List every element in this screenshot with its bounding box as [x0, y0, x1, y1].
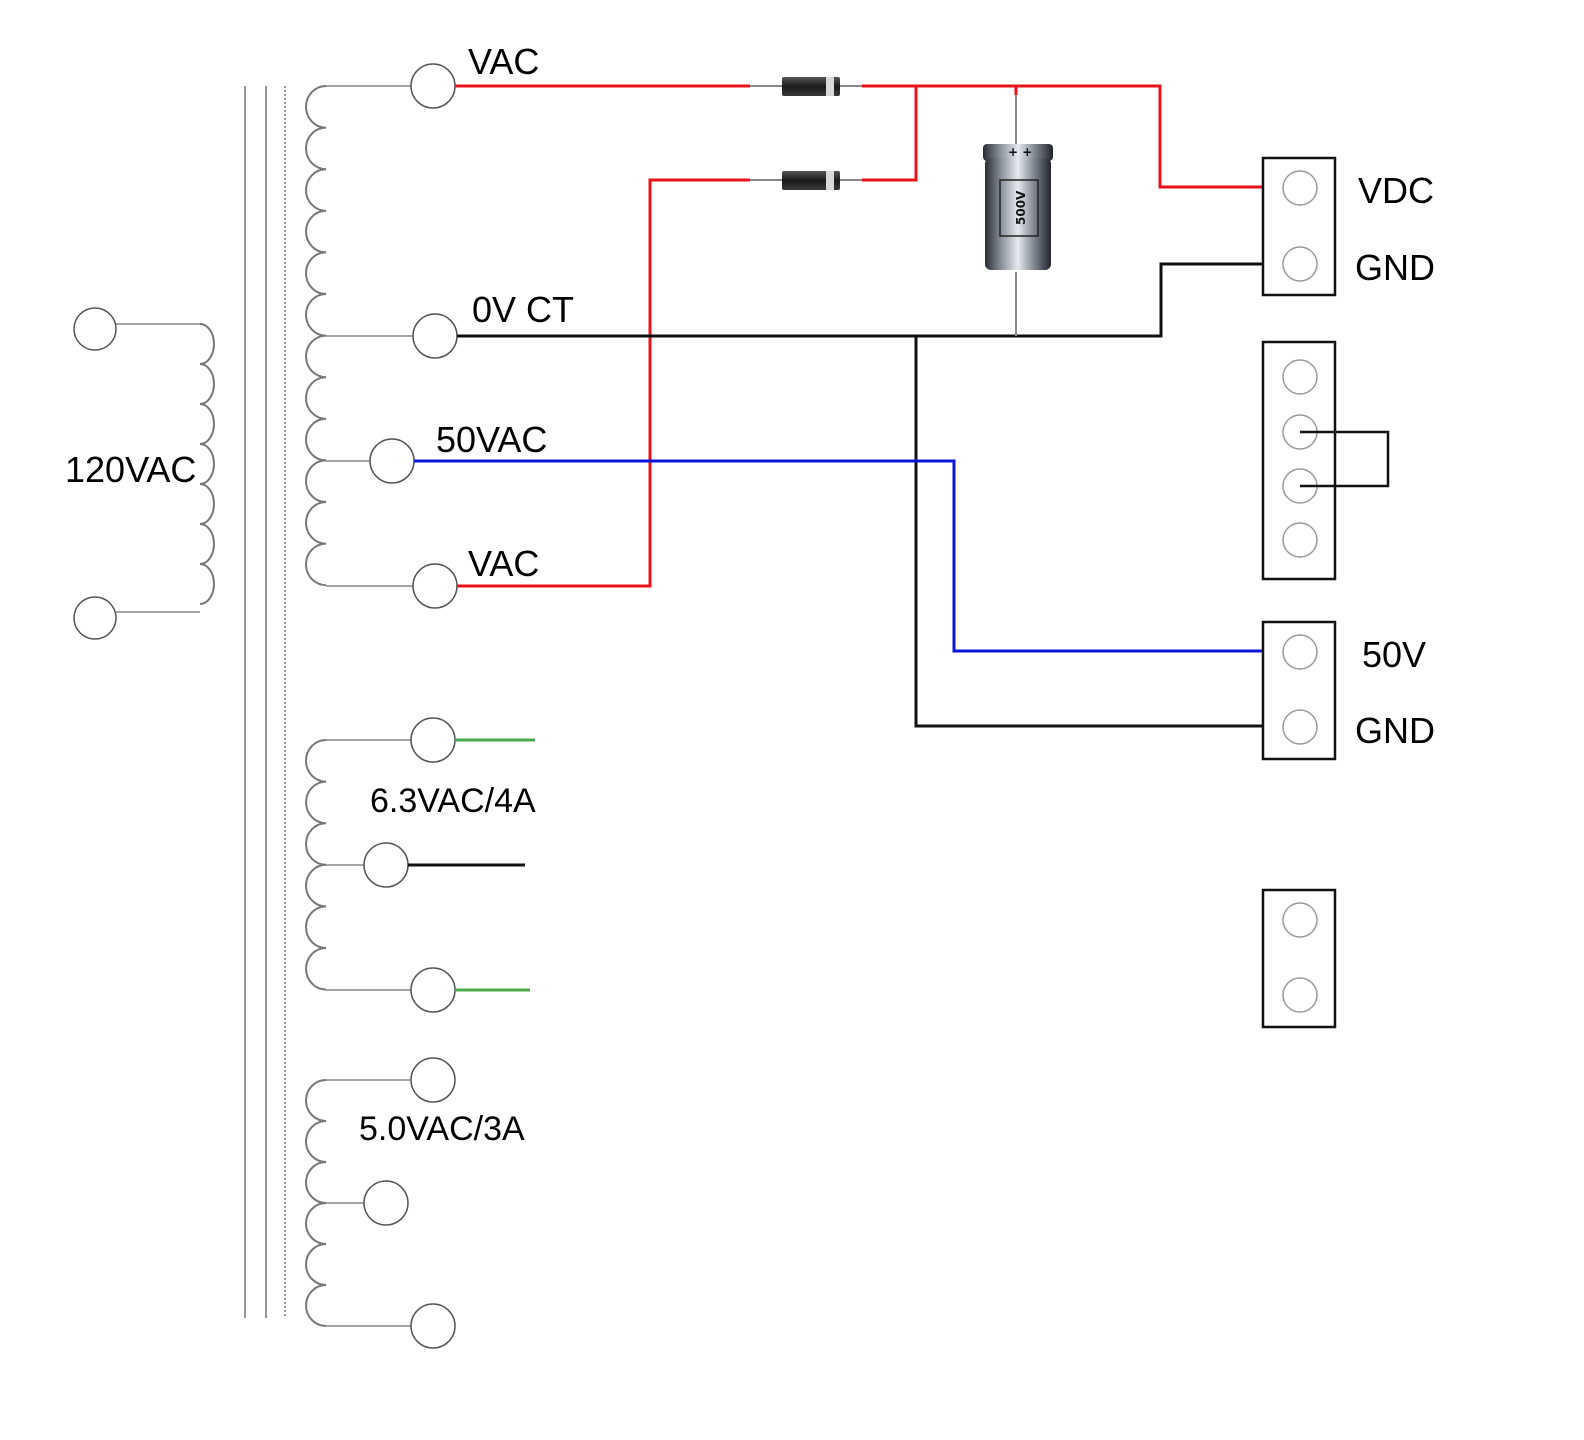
- gnd1-terminal: [1282, 246, 1318, 282]
- vdc-terminal: [1282, 170, 1318, 206]
- primary-terminal-top: [73, 307, 117, 351]
- bias-wiring-blue: [414, 459, 1281, 653]
- gnd2-label: GND: [1355, 710, 1435, 751]
- diode-2: [750, 171, 862, 190]
- wire-diode2-to-bus: [862, 86, 918, 182]
- filter-capacitor: + + 500V: [983, 95, 1053, 336]
- primary-winding: 120VAC: [65, 307, 215, 640]
- wire-50-to-output: [414, 459, 1281, 653]
- primary-terminal-bottom: [73, 596, 117, 640]
- vdc-label: VDC: [1358, 170, 1434, 211]
- transformer-core: [244, 86, 286, 1318]
- heater-63-label: 6.3VAC/4A: [370, 782, 536, 820]
- hv-secondary-winding: VAC 0V CT 50VAC VAC: [305, 41, 574, 609]
- tap-top-label: VAC: [468, 41, 539, 82]
- heater-wiring-green: [455, 738, 535, 992]
- heater-63-terminal-top: [410, 717, 456, 763]
- hv-wiring-red: [455, 84, 1281, 588]
- diode-1: [750, 77, 862, 96]
- gnd1-label: GND: [1355, 247, 1435, 288]
- primary-label: 120VAC: [65, 449, 196, 490]
- connector-spare: [1261, 888, 1337, 1029]
- 50v-terminal: [1282, 634, 1318, 670]
- tap-top-terminal: [410, 63, 456, 109]
- gnd2-terminal: [1282, 709, 1318, 745]
- tap-ct-terminal: [412, 313, 458, 359]
- wire-ct-to-gnd2: [914, 336, 1281, 728]
- tap-50-terminal: [369, 438, 415, 484]
- heater-63-terminal-ct: [363, 842, 409, 888]
- heater-50-label: 5.0VAC/3A: [359, 1110, 525, 1148]
- wire-diode1-to-vdc: [862, 84, 1281, 189]
- tap-50-label: 50VAC: [436, 419, 547, 460]
- heater-50-winding: 5.0VAC/3A: [305, 1057, 525, 1349]
- heater-50-terminal-bottom: [410, 1303, 456, 1349]
- tap-bottom-label: VAC: [468, 543, 539, 584]
- wire-ct-bus: [457, 262, 1281, 338]
- tap-bottom-terminal: [412, 563, 458, 609]
- heater-50-terminal-top: [410, 1057, 456, 1103]
- connector-jumper: [1261, 340, 1390, 581]
- wire-bottom-to-diode2: [457, 178, 750, 588]
- jumper-wire: [1300, 430, 1390, 488]
- tap-ct-label: 0V CT: [472, 289, 574, 330]
- ground-wiring-black: [408, 262, 1281, 867]
- heater-63-winding: 6.3VAC/4A: [305, 717, 536, 1013]
- capacitor-rating: 500V: [1014, 190, 1028, 225]
- connector-50v: 50V GND: [1261, 620, 1435, 761]
- heater-63-terminal-bottom: [410, 967, 456, 1013]
- 50v-label: 50V: [1362, 634, 1426, 675]
- heater-50-terminal-ct: [363, 1180, 409, 1226]
- capacitor-polarity: + +: [1008, 145, 1032, 159]
- connector-vdc: VDC GND: [1261, 156, 1435, 297]
